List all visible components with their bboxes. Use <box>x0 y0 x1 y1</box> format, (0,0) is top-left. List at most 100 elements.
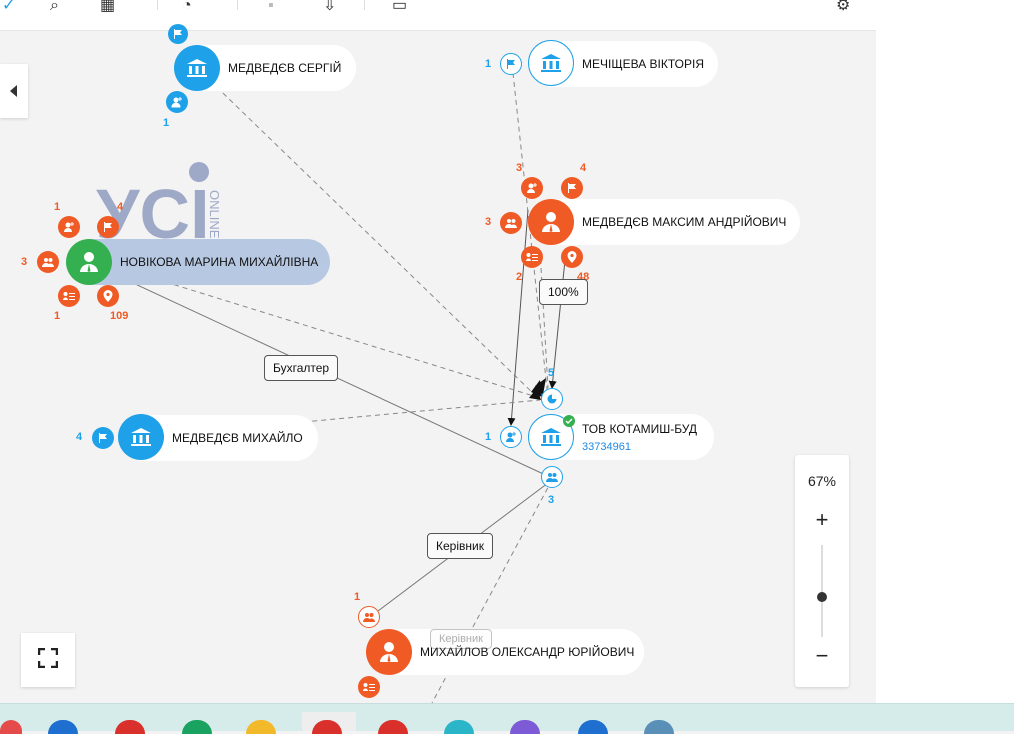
count-pin: 109 <box>110 310 129 322</box>
badge-group[interactable] <box>500 212 522 234</box>
add-user-icon <box>63 221 75 233</box>
badge-add-user[interactable] <box>58 216 80 238</box>
badge-flag[interactable] <box>92 427 114 449</box>
edge-serhii-kotamysh <box>196 67 539 399</box>
pin-icon <box>103 290 113 302</box>
taskbar-app-icon[interactable] <box>644 720 674 734</box>
node-label-medvedev-maksym[interactable]: МЕДВЕДЄВ МАКСИМ АНДРІЙОВИЧ <box>530 199 800 245</box>
taskbar-app-icon[interactable] <box>48 720 78 734</box>
node-medvedev-maksym[interactable] <box>528 199 574 245</box>
count-flag: 4 <box>76 431 83 443</box>
taskbar <box>0 703 1014 734</box>
zoom-level: 67% <box>807 473 837 489</box>
zoom-slider-track[interactable] <box>821 545 823 637</box>
count-group: 3 <box>548 494 555 506</box>
zoom-in-button[interactable]: + <box>815 507 829 532</box>
taskbar-app-icon[interactable] <box>0 720 22 734</box>
bank-icon <box>130 427 152 447</box>
zoom-tool-icon[interactable]: ⌕ <box>50 0 59 14</box>
taskbar-app-icon[interactable] <box>246 720 276 734</box>
badge-list[interactable] <box>521 246 543 268</box>
flag-icon <box>103 222 113 232</box>
badge-flag[interactable] <box>168 24 188 44</box>
fullscreen-icon <box>37 647 59 673</box>
group-icon <box>42 257 54 267</box>
badge-flag[interactable] <box>97 216 119 238</box>
count-pie: 5 <box>548 367 555 379</box>
fullscreen-button[interactable] <box>21 633 75 687</box>
graph-edges <box>87 63 566 703</box>
taskbar-app-icon[interactable] <box>182 720 212 734</box>
bank-icon <box>540 427 562 447</box>
collapse-panel-button[interactable] <box>0 64 28 118</box>
badge-flag[interactable] <box>500 53 522 75</box>
badge-pie[interactable] <box>541 388 563 410</box>
zoom-control: 67% + − <box>795 455 849 687</box>
count-add-user: 1 <box>54 201 61 213</box>
badge-pin[interactable] <box>561 246 583 268</box>
badge-list[interactable] <box>58 285 80 307</box>
flag-icon <box>506 59 516 69</box>
bank-icon <box>540 53 562 73</box>
count-user: 1 <box>163 117 170 129</box>
badge-group[interactable] <box>358 606 380 628</box>
person-icon <box>378 641 400 663</box>
count-group: 3 <box>485 216 492 228</box>
right-panel <box>876 0 1014 703</box>
flag-icon <box>173 29 183 39</box>
toolbar: ✓ ⌕ ▦ ◔ ▪ ⇩ ▭ ⚙ <box>0 0 876 31</box>
taskbar-app-icon[interactable] <box>378 720 408 734</box>
count-list: 1 <box>54 310 61 322</box>
badge-pin[interactable] <box>97 285 119 307</box>
person-icon <box>78 251 100 273</box>
node-mechishcheva[interactable] <box>528 40 574 86</box>
edge-label-kerivnyk-faded: Керівник <box>430 629 492 649</box>
node-label-mykhailov[interactable]: МИХАЙЛОВ ОЛЕКСАНДР ЮРІЙОВИЧ <box>368 629 644 675</box>
layout-icon[interactable]: ▦ <box>100 0 116 14</box>
group-icon <box>546 472 558 482</box>
node-medvedev-mykhailo[interactable] <box>118 414 164 460</box>
badge-user[interactable] <box>500 426 522 448</box>
list-icon <box>526 252 538 262</box>
pointer-icon[interactable]: ✓ <box>2 0 16 14</box>
zoom-out-button[interactable]: − <box>815 643 829 668</box>
edge-label-percent: 100% <box>539 279 588 305</box>
company-code[interactable]: 33734961 <box>582 440 631 453</box>
zoom-slider-handle[interactable] <box>817 592 827 602</box>
badge-list[interactable] <box>358 676 380 698</box>
export-icon[interactable]: ⇩ <box>323 0 337 14</box>
taskbar-app-icon[interactable] <box>510 720 540 734</box>
taskbar-app-icon[interactable] <box>444 720 474 734</box>
add-user-icon <box>505 431 517 443</box>
badge-user[interactable] <box>166 91 188 113</box>
edge-novikova-kotamysh-dashed <box>87 257 541 399</box>
group-icon <box>363 612 375 622</box>
badge-flag[interactable] <box>561 177 583 199</box>
graph-canvas[interactable]: ✓ ⌕ ▦ ◔ ▪ ⇩ ▭ ⚙ УСІ ONLINE <box>0 0 876 703</box>
node-mykhailov[interactable] <box>366 629 412 675</box>
pin-icon <box>567 251 577 263</box>
badge-group[interactable] <box>541 466 563 488</box>
count-flag: 1 <box>485 58 492 70</box>
hide-icon[interactable]: ◔ <box>182 0 192 14</box>
add-user-icon <box>526 182 538 194</box>
delete-icon[interactable]: ▪ <box>268 0 274 14</box>
edge-label-kerivnyk: Керівник <box>427 533 493 559</box>
edge-label-buhgalter: Бухгалтер <box>264 355 339 381</box>
taskbar-app-icon[interactable] <box>115 720 145 734</box>
flag-icon <box>567 183 577 193</box>
arrow-fan <box>529 378 546 400</box>
taskbar-app-icon[interactable] <box>578 720 608 734</box>
node-novikova[interactable] <box>66 239 112 285</box>
badge-add-user[interactable] <box>521 177 543 199</box>
count-list: 2 <box>516 271 523 283</box>
usi-online-watermark-logo: УСІ ONLINE <box>96 162 222 250</box>
node-medvedev-serhii[interactable] <box>174 45 220 91</box>
print-icon[interactable]: ▭ <box>392 0 408 14</box>
settings-icon[interactable]: ⚙ <box>836 0 851 14</box>
svg-text:УСІ: УСІ <box>96 175 210 250</box>
count-group: 3 <box>21 256 28 268</box>
list-icon <box>363 682 375 692</box>
pie-chart-icon <box>547 394 557 404</box>
badge-group[interactable] <box>37 251 59 273</box>
